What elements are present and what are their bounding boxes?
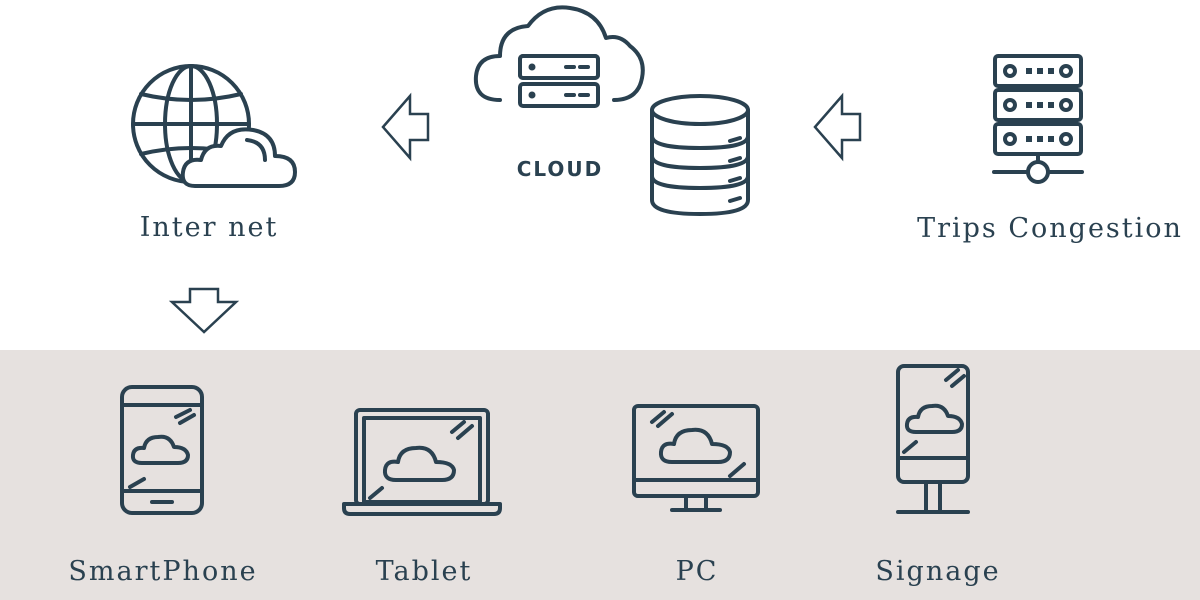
internet-label: Inter net <box>139 212 279 243</box>
internet-globe-icon <box>131 64 297 188</box>
smartphone-icon <box>120 385 204 515</box>
server-rack-icon <box>992 54 1084 184</box>
signage-icon <box>896 364 970 514</box>
device-label-tablet: Tablet <box>375 556 473 587</box>
cloud-label: CLOUD <box>516 157 604 181</box>
arrow-down-icon <box>168 287 240 334</box>
device-label-signage: Signage <box>875 556 1001 587</box>
laptop-icon <box>342 408 502 516</box>
arrow-left-icon <box>381 92 430 162</box>
monitor-icon <box>632 404 760 512</box>
database-icon <box>650 94 750 216</box>
device-label-pc: PC <box>675 556 719 587</box>
server-stack-icon <box>518 54 600 80</box>
arrow-left-icon <box>813 92 862 162</box>
device-label-smartphone: SmartPhone <box>68 556 258 587</box>
source-label: Trips Congestion <box>917 213 1183 244</box>
